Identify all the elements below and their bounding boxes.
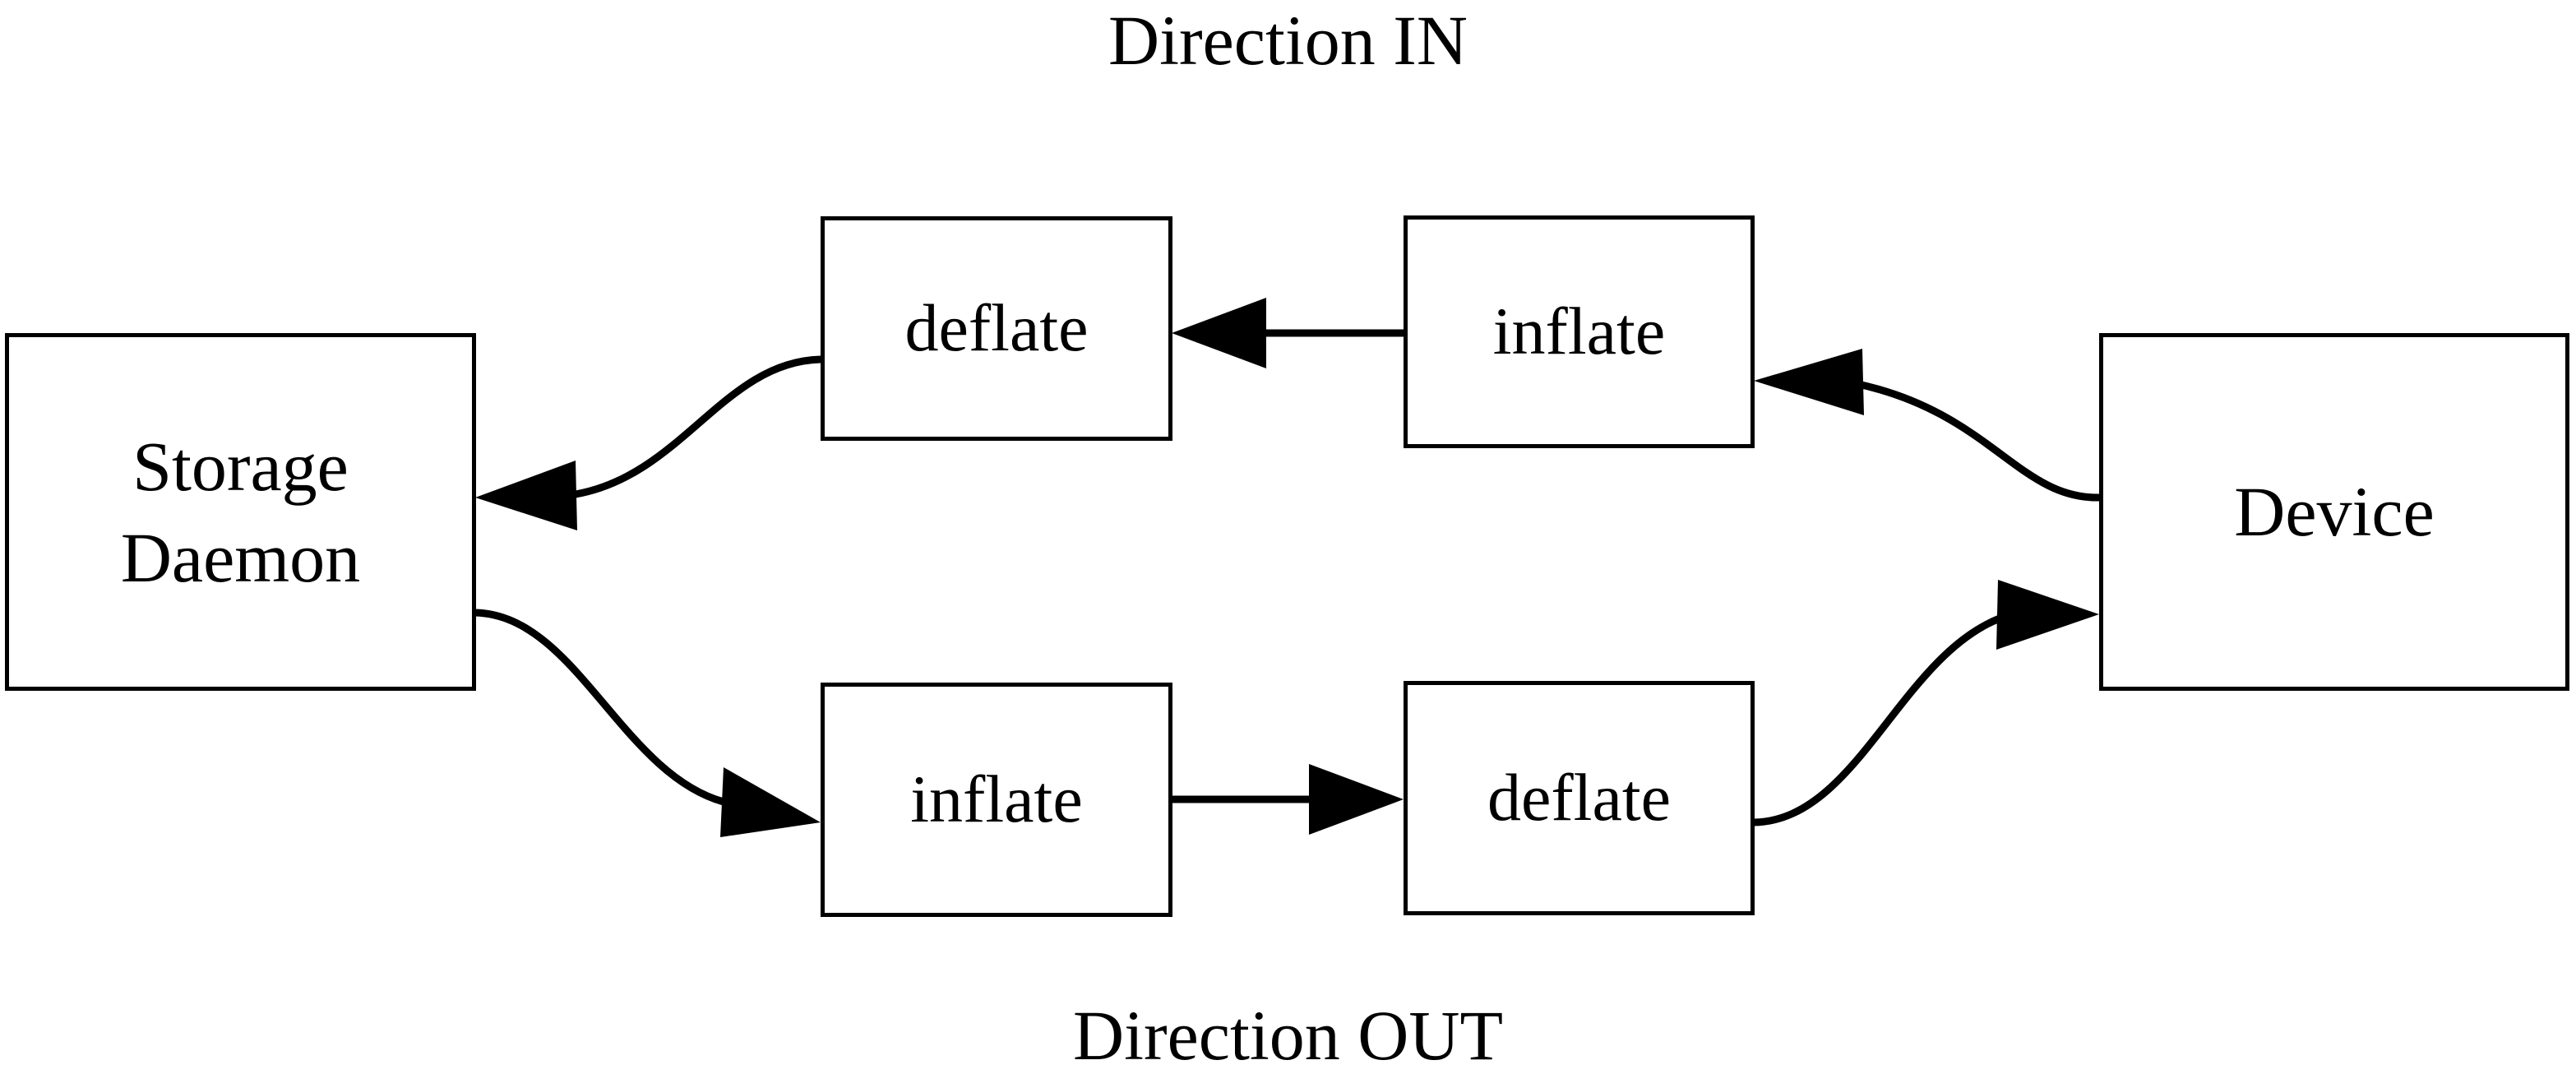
edge-inflate-out-to-deflate-out: [1172, 764, 1404, 835]
node-inflate-out-label: inflate: [910, 762, 1083, 837]
node-inflate-in[interactable]: inflate: [1404, 215, 1755, 448]
direction-in-caption: Direction IN: [1108, 1, 1468, 80]
node-device[interactable]: Device: [2099, 333, 2569, 691]
direction-out-caption: Direction OUT: [1072, 996, 1503, 1075]
edge-deflate-in-to-storage-daemon: [475, 355, 825, 530]
node-storage-daemon-label-line2: Daemon: [120, 517, 361, 597]
node-deflate-out[interactable]: deflate: [1404, 681, 1755, 915]
node-inflate-in-label: inflate: [1492, 294, 1666, 369]
edge-storage-daemon-to-inflate-out: [471, 609, 821, 837]
edge-inflate-in-to-deflate-in: [1172, 298, 1404, 368]
node-deflate-in-label: deflate: [904, 290, 1089, 366]
node-deflate-out-label: deflate: [1487, 760, 1672, 836]
node-storage-daemon[interactable]: Storage Daemon: [5, 333, 476, 691]
edge-deflate-out-to-device: [1750, 580, 2099, 826]
node-device-label: Device: [2234, 471, 2435, 551]
edge-device-to-inflate-in: [1754, 349, 2103, 502]
node-inflate-out[interactable]: inflate: [821, 683, 1172, 917]
node-storage-daemon-label-line1: Storage: [132, 427, 349, 507]
node-deflate-in[interactable]: deflate: [821, 216, 1172, 441]
